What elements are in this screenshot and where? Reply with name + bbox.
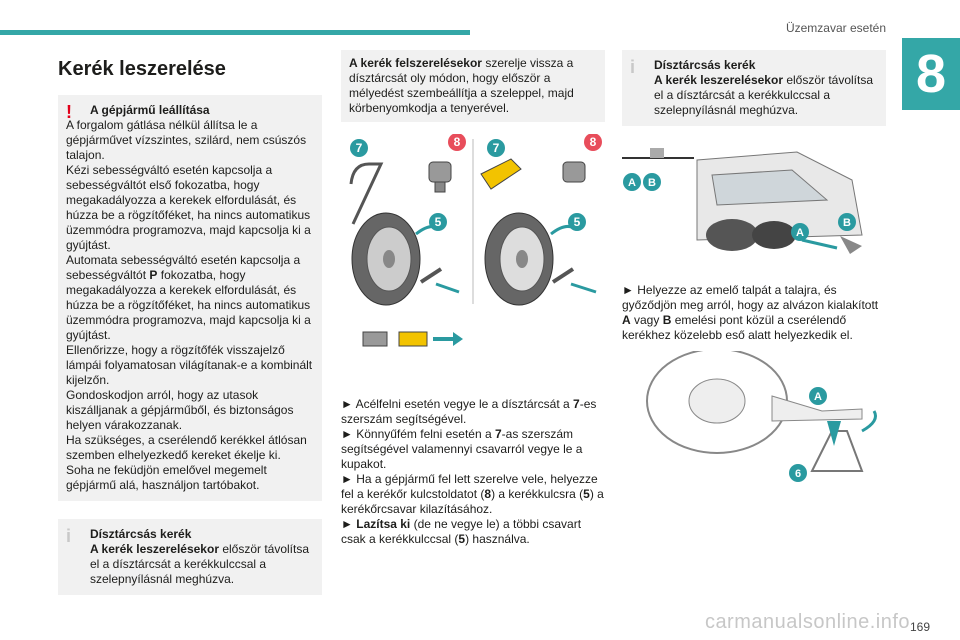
footer-watermark: carmanualsonline.info <box>704 611 910 633</box>
info-box-hubcap: i Dísztárcsás kerék A kerék leszerelések… <box>58 519 322 595</box>
column-1: Kerék leszerelése ! A gépjármű leállítás… <box>58 50 322 595</box>
info-box-hubcap-2: i Dísztárcsás kerék A kerék leszerelések… <box>622 50 886 126</box>
section-title: Üzemzavar esetén <box>785 21 886 35</box>
column-2: A kerék felszerelésekor szerelje vissza … <box>341 50 605 547</box>
header-accent-bar <box>0 30 470 35</box>
svg-text:7: 7 <box>493 141 500 155</box>
svg-text:8: 8 <box>590 135 597 149</box>
svg-text:5: 5 <box>574 215 581 229</box>
gear-p-bold: P <box>149 268 158 282</box>
jack-under-wheel-illustration: A 6 <box>646 348 877 482</box>
info-rest: először távolítsa el a dísztárcsát a ker… <box>90 542 310 586</box>
page-number: 169 <box>909 620 930 634</box>
label-badge-7a: 7 <box>350 139 368 157</box>
label-badge-A3: A <box>809 387 827 405</box>
warning-line-3: Automata sebességváltó esetén kapcsolja … <box>66 253 311 342</box>
column-3: i Dísztárcsás kerék A kerék leszerelések… <box>622 50 886 496</box>
label-badge-8a: 8 <box>448 133 466 151</box>
info-text: A kerék leszerelésekor először távolítsa… <box>66 542 314 587</box>
warning-line-4: Ellenőrizze, hogy a rögzítőfék visszajel… <box>66 343 313 387</box>
label-badge-5b: 5 <box>568 213 586 231</box>
svg-text:A: A <box>628 177 636 189</box>
step-4: ► Lazítsa ki (de ne vegye le) a többi cs… <box>341 517 582 546</box>
refit-bold: A kerék felszerelésekor <box>349 56 482 70</box>
wheel-tools-figure: 7 8 7 8 5 5 <box>341 133 605 369</box>
warning-line-2: Kézi sebességváltó esetén kapcsolja a se… <box>66 163 311 252</box>
label-badge-5a: 5 <box>429 213 447 231</box>
svg-text:6: 6 <box>795 468 801 480</box>
warning-box: ! A gépjármű leállítása A forgalom gátlá… <box>58 95 322 501</box>
col2-steps: ► Acélfelni esetén vegye le a dísztárcsá… <box>341 397 605 547</box>
refit-rest: szerelje vissza a dísztárcsát oly módon,… <box>349 56 574 115</box>
svg-text:A: A <box>814 391 822 403</box>
refit-hubcap-box: A kerék felszerelésekor szerelje vissza … <box>341 50 605 122</box>
info-icon: i <box>630 57 636 77</box>
step-1: ► Acélfelni esetén vegye le a dísztárcsá… <box>341 397 597 426</box>
warning-title: A gépjármű leállítása <box>90 103 210 117</box>
info-title-2: Dísztárcsás kerék <box>654 58 756 72</box>
svg-text:A: A <box>796 227 804 239</box>
label-badge-B1: B <box>643 173 661 191</box>
svg-text:B: B <box>843 217 851 229</box>
van-jack-points-illustration: A B A B <box>622 148 863 254</box>
info-title: Dísztárcsás kerék <box>90 527 192 541</box>
label-badge-7b: 7 <box>487 139 505 157</box>
step-2: ► Könnyűfém felni esetén a 7-as szerszám… <box>341 427 583 471</box>
warning-line-1: A forgalom gátlása nélkül állítsa le a g… <box>66 118 307 162</box>
svg-text:5: 5 <box>435 215 442 229</box>
chapter-number-badge: 8 <box>902 38 960 110</box>
van-jack-points-figure: A B A B <box>622 140 886 275</box>
hubcap-hook-tool <box>349 162 384 225</box>
label-badge-A1: A <box>623 173 641 191</box>
exclamation-icon: ! <box>66 102 72 122</box>
label-badge-A2: A <box>791 223 809 241</box>
wheel-tools-illustration: 7 8 7 8 5 5 <box>349 133 602 347</box>
warning-line-6: Ha szükséges, a cserélendő kerékkel átló… <box>66 433 307 462</box>
label-badge-6: 6 <box>789 464 807 482</box>
svg-text:8: 8 <box>454 135 461 149</box>
svg-text:B: B <box>648 177 656 189</box>
info-icon: i <box>66 526 72 546</box>
label-badge-8b: 8 <box>584 133 602 151</box>
warning-line-5: Gondoskodjon arról, hogy az utasok kiszá… <box>66 388 294 432</box>
label-badge-B2: B <box>838 213 856 231</box>
page-title: Kerék leszerelése <box>58 58 226 80</box>
step-3: ► Ha a gépjármű fel lett szerelve vele, … <box>341 472 604 516</box>
jack-under-wheel-figure: A 6 <box>622 348 886 496</box>
svg-text:7: 7 <box>356 141 363 155</box>
info-bold-lead: A kerék leszerelésekor <box>90 542 219 556</box>
info-text-2: A kerék leszerelésekor először távolítsa… <box>654 73 874 117</box>
jack-placement-step: ► Helyezze az emelő talpát a talajra, és… <box>622 283 879 342</box>
warning-line-7: Soha ne feküdjön emelővel megemelt gépjá… <box>66 463 267 492</box>
